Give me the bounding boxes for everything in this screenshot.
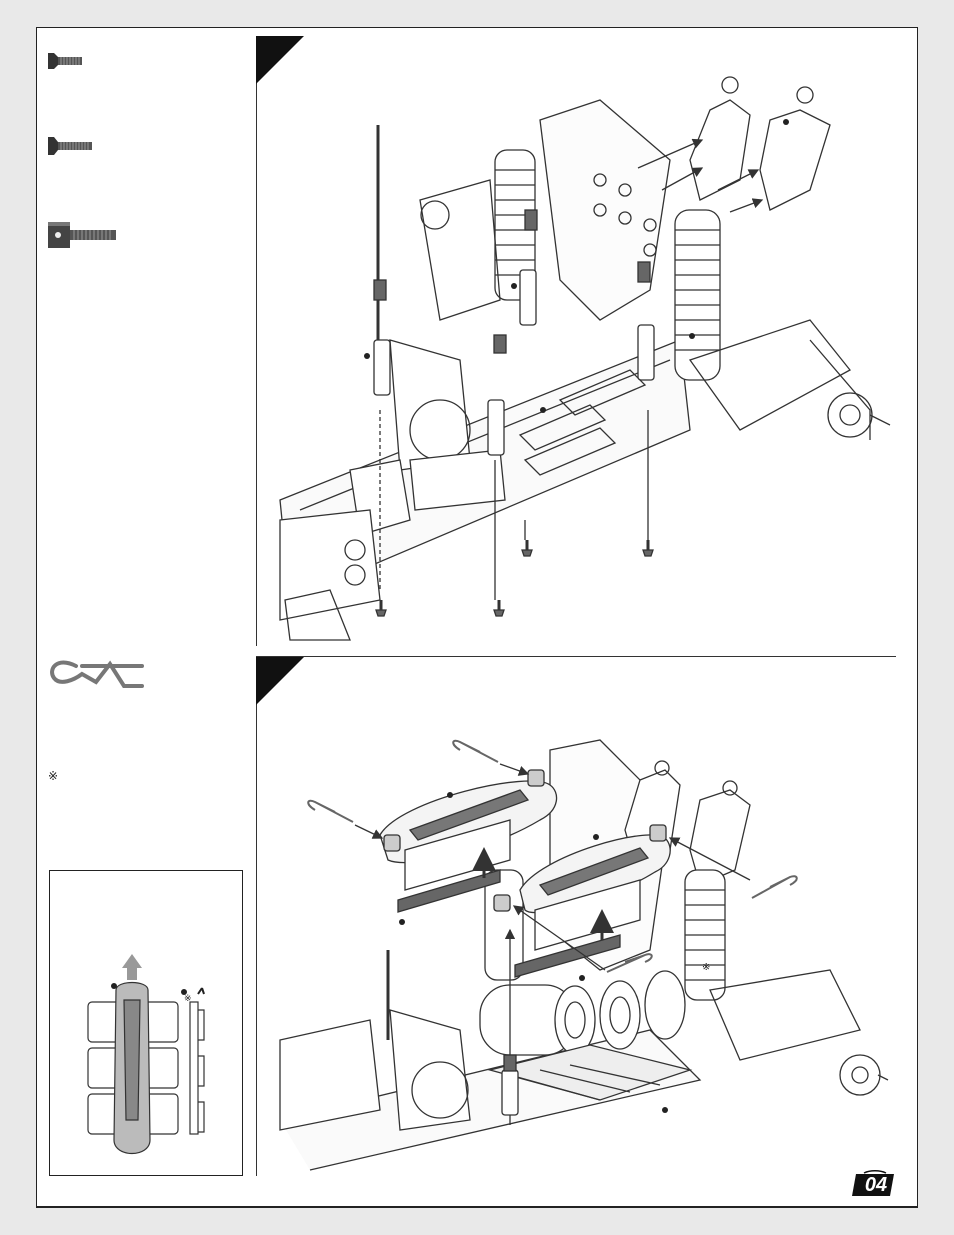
step-top-tab [256,36,304,84]
flat-head-screw-short-icon [48,53,82,69]
body-clip-icon [50,660,144,688]
step-bottom-divider [256,656,257,1176]
cyclone-d4-logo-icon [852,1170,894,1196]
inset-note-symbol: ※ [184,994,192,1004]
illustration-note-symbol: ※ [702,962,710,973]
battery-strap-orientation-inset-illustration [87,954,205,1154]
chassis-body-mount-assembly-illustration [279,76,891,641]
step-bottom-tab [256,657,304,705]
page-bottom-rule [36,1206,918,1208]
step-top-divider [256,36,257,646]
logo-text: 04 [864,1174,888,1196]
threaded-standoff-icon [48,222,116,248]
note-symbol: ※ [48,769,59,783]
battery-strap-installation-illustration: ※ [279,739,889,1171]
flat-head-screw-long-icon [48,137,92,155]
step-bottom-top-rule [256,656,896,657]
